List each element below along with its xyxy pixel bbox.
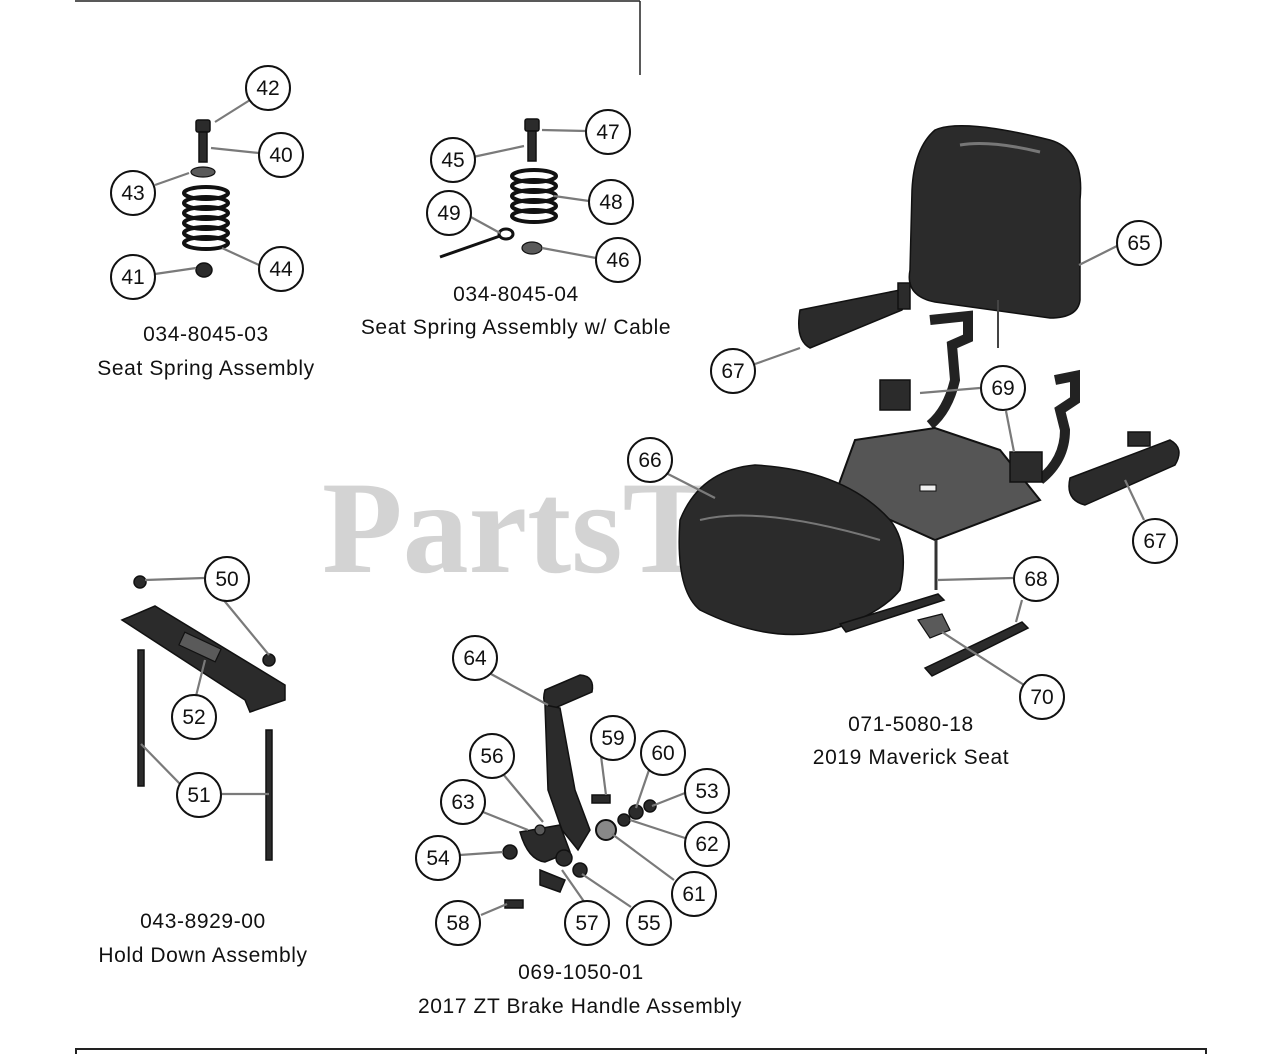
svg-text:69: 69 — [991, 377, 1014, 400]
brake-handle-drawing — [502, 674, 657, 909]
svg-text:51: 51 — [187, 784, 210, 807]
seat-spring-cable-name: Seat Spring Assembly w/ Cable — [360, 316, 672, 339]
callout-63: 63 — [440, 779, 486, 825]
svg-text:59: 59 — [601, 727, 624, 750]
svg-text:65: 65 — [1127, 232, 1150, 255]
svg-text:46: 46 — [606, 249, 629, 272]
brake-handle-name: 2017 ZT Brake Handle Assembly — [417, 995, 742, 1018]
callout-44: 44 — [258, 246, 304, 292]
svg-text:63: 63 — [451, 791, 474, 814]
callout-41: 41 — [110, 254, 156, 300]
callout-47: 47 — [585, 109, 631, 155]
callout-60: 60 — [640, 730, 686, 776]
seat-spring-cable-part-number: 034-8045-04 — [453, 283, 579, 306]
callout-53: 53 — [684, 768, 730, 814]
bottom-frame-box — [75, 1048, 1207, 1054]
coil-spring — [182, 185, 230, 251]
maverick-seat-drawing — [678, 125, 1180, 677]
seat-spring-name: Seat Spring Assembly — [97, 357, 315, 380]
callout-65: 65 — [1116, 220, 1162, 266]
armrest-right — [1068, 439, 1180, 506]
callout-59: 59 — [590, 715, 636, 761]
seat-cushion — [678, 464, 905, 636]
callout-50: 50 — [204, 556, 250, 602]
svg-text:42: 42 — [256, 77, 279, 100]
callout-70: 70 — [1019, 674, 1065, 720]
callout-43: 43 — [110, 170, 156, 216]
brake-handle-part-number: 069-1050-01 — [518, 961, 644, 984]
seat-track-right — [923, 621, 1030, 677]
callout-61: 61 — [671, 871, 717, 917]
callout-57: 57 — [564, 900, 610, 946]
svg-text:70: 70 — [1030, 686, 1053, 709]
callout-55: 55 — [626, 900, 672, 946]
svg-text:67: 67 — [1143, 530, 1166, 553]
svg-text:52: 52 — [182, 706, 205, 729]
seat-back — [908, 125, 1082, 319]
seat-spring-cable-drawing — [439, 118, 558, 259]
callout-62: 62 — [684, 821, 730, 867]
svg-text:58: 58 — [446, 912, 469, 935]
svg-text:67: 67 — [721, 360, 744, 383]
callout-67-left: 67 — [710, 348, 756, 394]
callout-52: 52 — [171, 694, 217, 740]
hold-down-part-number: 043-8929-00 — [140, 910, 266, 933]
svg-text:57: 57 — [575, 912, 598, 935]
callout-68: 68 — [1013, 556, 1059, 602]
callout-42: 42 — [245, 65, 291, 111]
svg-text:62: 62 — [695, 833, 718, 856]
maverick-seat-part-number: 071-5080-18 — [848, 713, 974, 736]
brake-arm — [544, 704, 591, 852]
callout-49: 49 — [426, 190, 472, 236]
svg-text:41: 41 — [121, 266, 144, 289]
svg-text:53: 53 — [695, 780, 718, 803]
brake-grip — [543, 674, 594, 709]
seat-track-left — [838, 593, 946, 633]
bolt-shaft — [198, 131, 208, 163]
callout-54: 54 — [415, 835, 461, 881]
callout-45: 45 — [430, 137, 476, 183]
callout-40: 40 — [258, 132, 304, 178]
callout-56: 56 — [469, 733, 515, 779]
callout-group: 42 40 43 44 41 47 45 48 49 46 65 67 69 6… — [110, 65, 1178, 946]
nut — [195, 262, 213, 278]
svg-text:44: 44 — [269, 258, 293, 281]
bolt-head — [195, 119, 211, 133]
hold-down-name: Hold Down Assembly — [98, 944, 308, 967]
svg-text:56: 56 — [480, 745, 503, 768]
svg-text:47: 47 — [596, 121, 619, 144]
armrest-left — [798, 289, 908, 349]
svg-text:40: 40 — [269, 144, 292, 167]
svg-text:45: 45 — [441, 149, 464, 172]
callout-51: 51 — [176, 772, 222, 818]
callout-69: 69 — [980, 365, 1026, 411]
svg-text:61: 61 — [682, 883, 705, 906]
svg-text:50: 50 — [215, 568, 238, 591]
callout-58: 58 — [435, 900, 481, 946]
callout-67-right: 67 — [1132, 518, 1178, 564]
maverick-seat-name: 2019 Maverick Seat — [812, 746, 1010, 769]
callout-46: 46 — [595, 237, 641, 283]
leader-lines — [140, 99, 1145, 917]
svg-text:66: 66 — [638, 449, 661, 472]
callout-48: 48 — [588, 179, 634, 225]
seat-spring-part-number: 034-8045-03 — [143, 323, 269, 346]
svg-text:55: 55 — [637, 912, 660, 935]
svg-text:48: 48 — [599, 191, 622, 214]
svg-text:60: 60 — [651, 742, 674, 765]
washer — [190, 166, 216, 178]
callout-66: 66 — [627, 437, 673, 483]
svg-text:64: 64 — [463, 647, 487, 670]
seat-spring-assembly-drawing — [182, 119, 230, 278]
svg-text:43: 43 — [121, 182, 144, 205]
svg-text:68: 68 — [1024, 568, 1047, 591]
svg-text:49: 49 — [437, 202, 460, 225]
svg-text:54: 54 — [426, 847, 450, 870]
callout-64: 64 — [452, 635, 498, 681]
